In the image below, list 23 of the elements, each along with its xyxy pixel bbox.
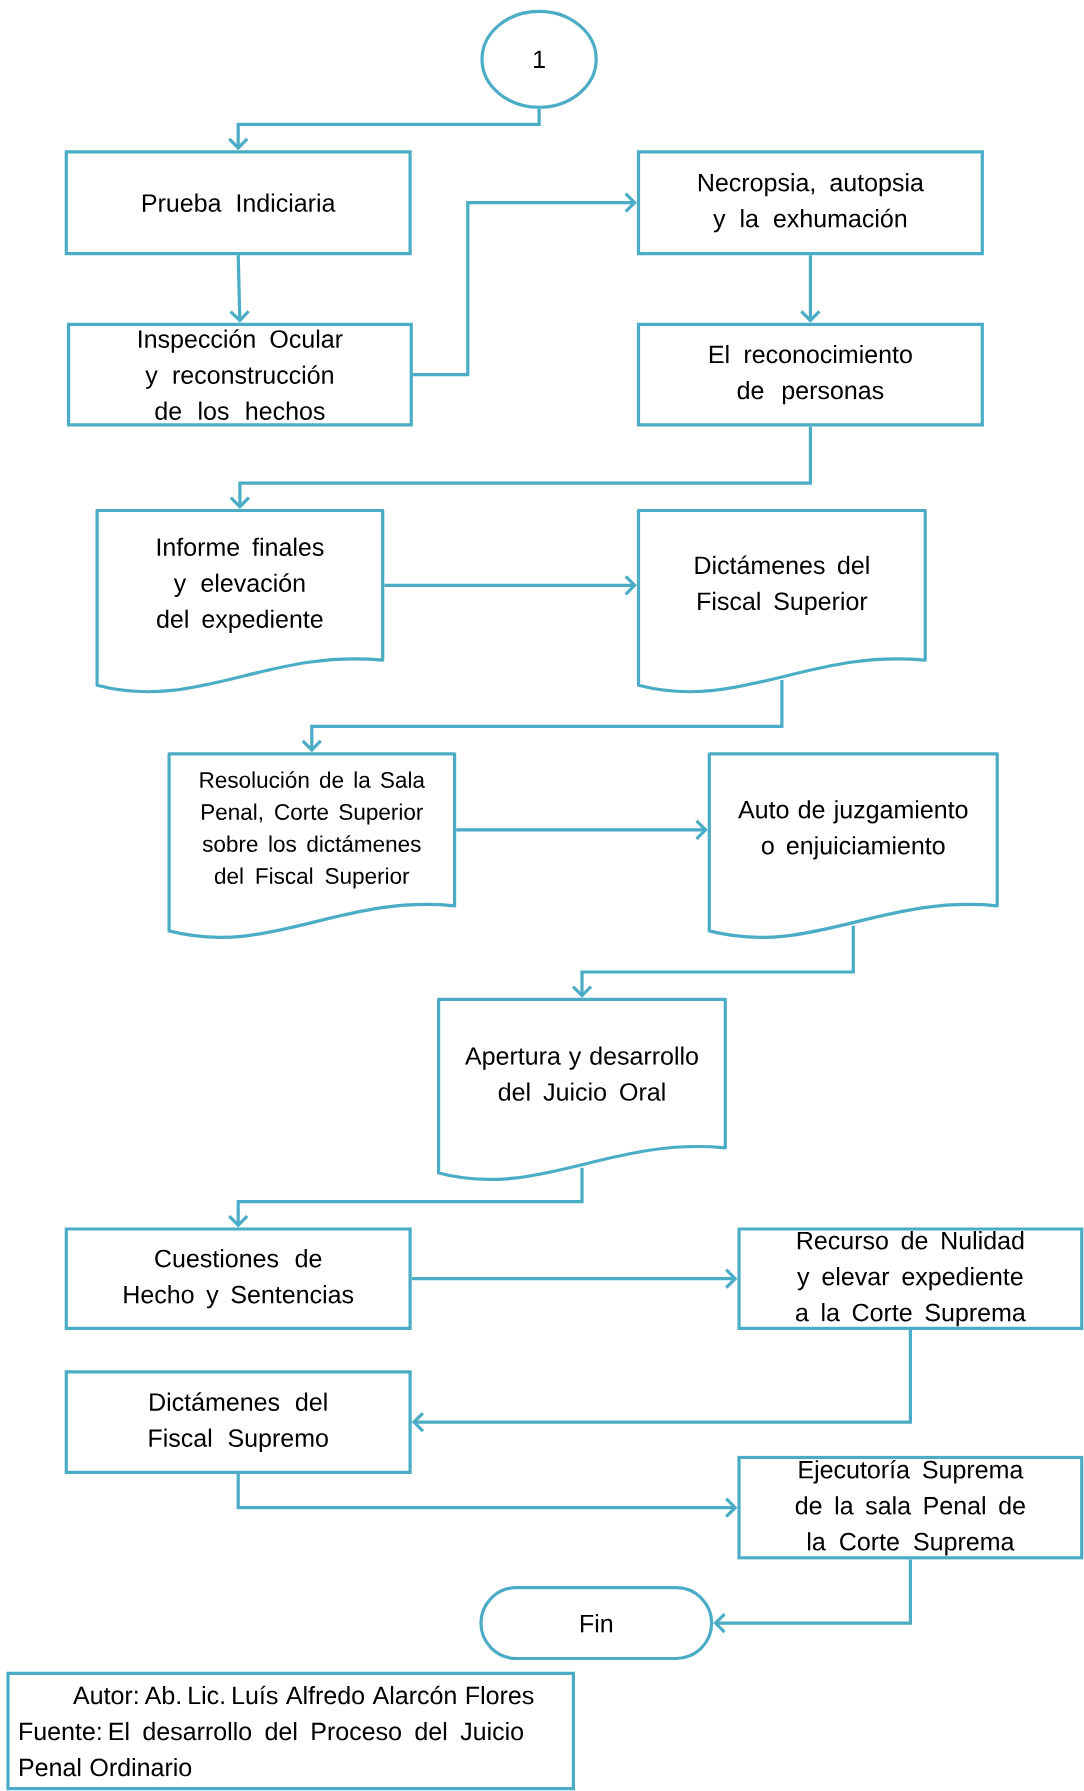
arrow <box>228 108 541 151</box>
process-box: Recurso de Nulidad y elevar expediente a la Corte Suprema <box>737 1227 1084 1330</box>
process-box: Cuestiones de Hecho y Sentencias <box>64 1227 412 1330</box>
arrow <box>228 1167 584 1228</box>
process-box: Inspección Ocular y reconstrucción de los hechos <box>66 322 413 427</box>
process-box: Ejecutoría Suprema de la sala Penal de la Corte Suprema <box>737 1455 1084 1560</box>
arrow <box>384 575 637 596</box>
arrow <box>236 1473 738 1518</box>
arrow <box>229 426 812 509</box>
arrow <box>800 255 821 323</box>
arrow <box>411 1268 738 1289</box>
arrow <box>412 192 637 377</box>
process-box: Prueba Indiciaria <box>64 150 412 256</box>
process-box: El reconocimiento de personas <box>636 322 984 427</box>
arrow <box>456 819 708 840</box>
arrow <box>411 1330 912 1433</box>
process-box: Necropsia, autopsia y la exhumación <box>636 150 984 256</box>
arrow <box>301 680 784 753</box>
arrow <box>713 1559 912 1634</box>
arrow <box>571 925 855 998</box>
arrow <box>229 255 250 323</box>
process-box: Dictámenes del Fiscal Supremo <box>64 1370 412 1474</box>
source-note-box: Autor: Ab. Lic. Luís Alfredo Alarcón Flores Fuente: El desarrollo del Proceso del Juicio Penal Ordinario <box>6 1671 575 1791</box>
